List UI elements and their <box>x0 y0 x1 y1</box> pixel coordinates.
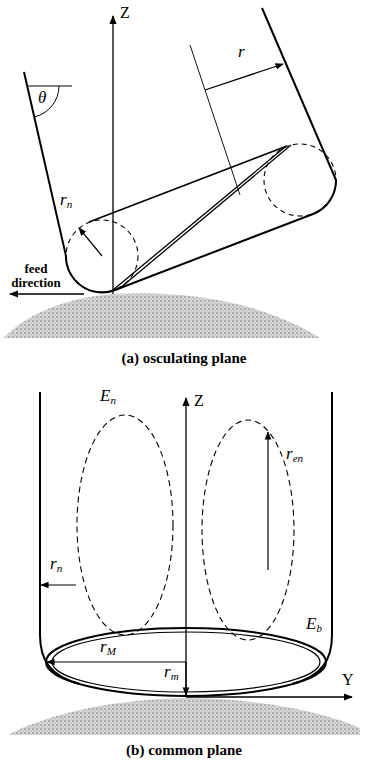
subscript: n <box>57 562 63 575</box>
dimension-label: r <box>164 662 171 682</box>
radius-arrow <box>79 228 102 256</box>
curve-label: E <box>306 614 316 634</box>
tool-outline <box>24 8 336 292</box>
angle-reference <box>27 85 72 86</box>
z-axis <box>185 398 186 697</box>
feed-label: feed direction <box>3 262 69 290</box>
axis-label: Z <box>120 4 130 22</box>
axis-label: Z <box>194 392 204 410</box>
angle-arc <box>34 86 59 117</box>
dimension-label: r <box>286 444 293 464</box>
curve-label: E <box>100 386 110 406</box>
z-axis <box>112 16 113 294</box>
torus-edge <box>89 146 287 222</box>
feed-arrow <box>10 293 84 294</box>
radius-arrow <box>185 662 186 695</box>
dimension-label: r <box>238 42 245 62</box>
dimension-label: r <box>50 554 57 574</box>
dimension-label: r <box>60 190 67 210</box>
tool-outline <box>40 392 80 684</box>
contact-line <box>113 147 285 290</box>
ellipse-en <box>202 420 294 640</box>
dimension-label: r <box>100 637 107 657</box>
subscript: b <box>316 622 322 635</box>
radius-arrow <box>205 64 283 90</box>
tool-axis <box>190 45 240 195</box>
angle-label: θ <box>38 88 46 108</box>
tool-circle <box>66 220 138 292</box>
tool-outline <box>292 392 332 684</box>
subscript: n <box>110 394 116 407</box>
subscript: M <box>107 645 116 658</box>
workpiece-surface <box>4 293 320 338</box>
contact-line <box>119 145 291 289</box>
ellipse-en <box>77 415 173 635</box>
panel-caption: (a) osculating plane <box>121 350 246 367</box>
axis-label: Y <box>342 671 354 689</box>
radius-arrow <box>41 584 76 585</box>
subscript: en <box>293 452 303 465</box>
panel-caption: (b) common plane <box>126 742 242 759</box>
y-axis <box>186 696 352 697</box>
radius-arrow <box>267 432 268 570</box>
workpiece-surface <box>8 698 360 735</box>
subscript: m <box>171 670 179 683</box>
subscript: n <box>67 198 73 211</box>
